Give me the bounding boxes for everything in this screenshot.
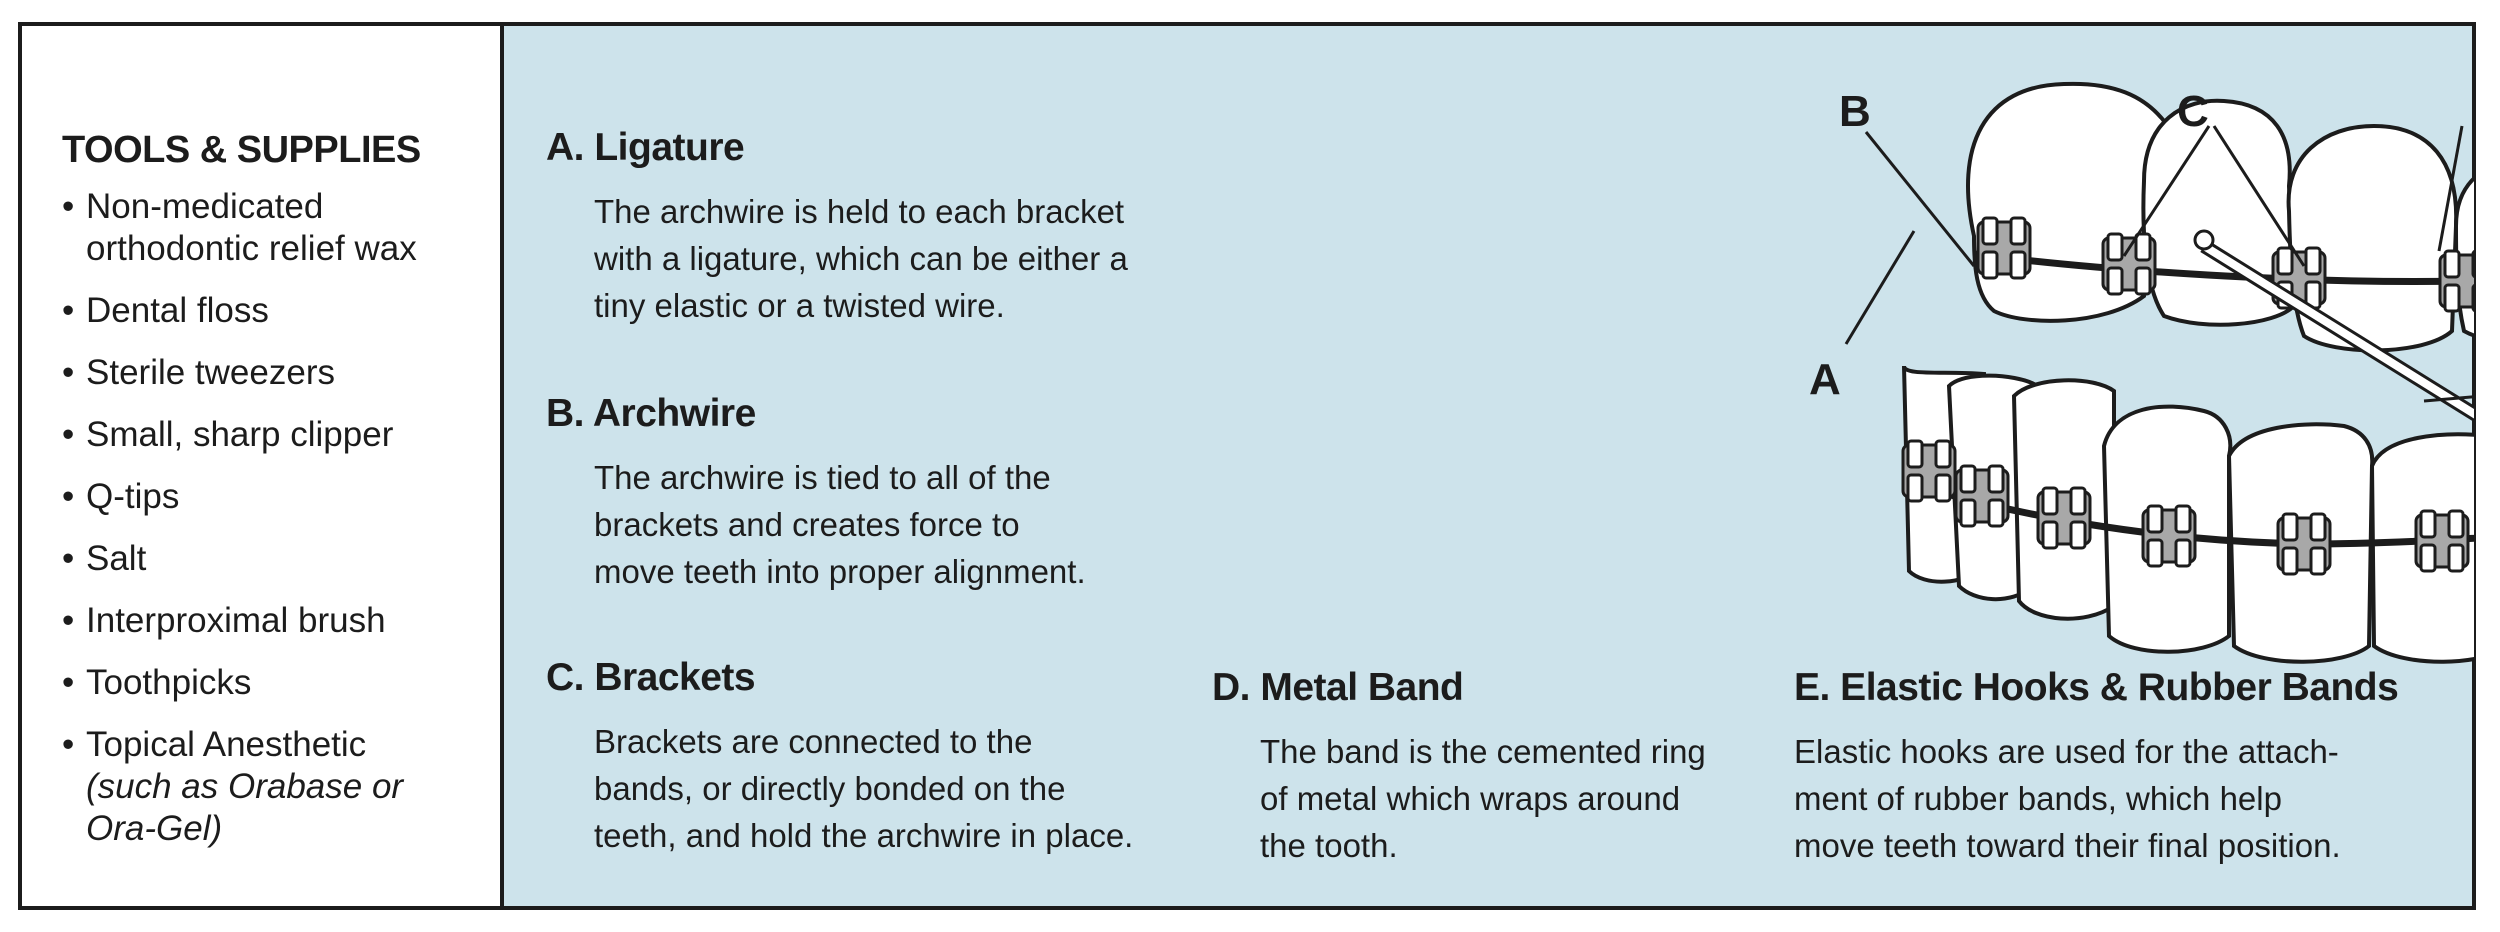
list-item: • Sterile tweezers: [62, 352, 492, 394]
lower-bracket: [2036, 486, 2092, 550]
desc-metal-band: The band is the cemented ring of metal w…: [1260, 728, 1706, 869]
bullet: •: [62, 663, 75, 702]
callout-a: A: [1809, 355, 1841, 404]
list-item-text: Topical Anesthetic: [86, 725, 367, 764]
lower-bracket: [2141, 504, 2197, 568]
desc-line: Brackets are connected to the: [594, 723, 1033, 760]
heading-elastic-hooks: E. Elastic Hooks & Rubber Bands: [1794, 666, 2399, 709]
desc-brackets: Brackets are connected to the bands, or …: [594, 718, 1133, 859]
list-item: • Interproximal brush: [62, 600, 492, 642]
list-item-text: Toothpicks: [86, 663, 252, 702]
list-item: • Toothpicks: [62, 662, 492, 704]
desc-line: brackets and creates force to: [594, 506, 1020, 543]
heading-archwire: B. Archwire: [546, 392, 756, 435]
heading-brackets: C. Brackets: [546, 656, 756, 699]
list-item-note: Ora-Gel): [86, 809, 223, 848]
rubber-band: [2193, 229, 2474, 423]
desc-line: of metal which wraps around: [1260, 780, 1681, 817]
lower-bracket: [2276, 512, 2332, 576]
bullet: •: [62, 415, 75, 454]
tools-title: TOOLS & SUPPLIES: [62, 129, 421, 171]
bullet: •: [62, 601, 75, 640]
bullet: •: [62, 477, 75, 516]
desc-line: move teeth into proper alignment.: [594, 553, 1086, 590]
lower-bracket: [1954, 464, 2010, 528]
list-item-text: orthodontic relief wax: [86, 229, 417, 268]
desc-line: with a ligature, which can be either a: [594, 240, 1128, 277]
list-item: • Dental floss: [62, 290, 492, 332]
desc-archwire: The archwire is tied to all of the brack…: [594, 454, 1086, 595]
desc-line: tiny elastic or a twisted wire.: [594, 287, 1005, 324]
desc-line: bands, or directly bonded on the: [594, 770, 1066, 807]
list-item: • Q-tips: [62, 476, 492, 518]
list-item: • Salt: [62, 538, 492, 580]
heading-ligature: A. Ligature: [546, 126, 745, 169]
callout-leaders: [1844, 125, 2474, 403]
list-item-text: Sterile tweezers: [86, 353, 335, 392]
bullet: •: [62, 725, 75, 764]
anatomy-panel: A. Ligature The archwire is held to each…: [504, 26, 2474, 906]
callout-b: B: [1839, 87, 1871, 136]
list-item-text: Interproximal brush: [86, 601, 386, 640]
upper-bracket: [2438, 249, 2474, 313]
list-item-text: Non-medicated: [86, 187, 324, 226]
desc-line: Elastic hooks are used for the attach-: [1794, 733, 2339, 770]
upper-bracket: [2101, 232, 2157, 296]
desc-line: the tooth.: [1260, 827, 1398, 864]
list-item-text: Salt: [86, 539, 147, 578]
heading-metal-band: D. Metal Band: [1212, 666, 1464, 709]
desc-ligature: The archwire is held to each bracket wit…: [594, 188, 1128, 329]
lower-bracket: [2414, 509, 2470, 573]
list-item-text: Dental floss: [86, 291, 269, 330]
desc-line: The archwire is held to each bracket: [594, 193, 1125, 230]
lower-bracket: [1901, 439, 1957, 503]
bullet: •: [62, 291, 75, 330]
desc-line: teeth, and hold the archwire in place.: [594, 817, 1134, 854]
desc-elastic-hooks: Elastic hooks are used for the attach- m…: [1794, 728, 2341, 869]
list-item-note: (such as Orabase or: [86, 767, 404, 806]
callout-c: C: [2177, 87, 2209, 136]
desc-line: move teeth toward their final position.: [1794, 827, 2341, 864]
desc-line: ment of rubber bands, which help: [1794, 780, 2282, 817]
bullet: •: [62, 539, 75, 578]
desc-line: The band is the cemented ring: [1260, 733, 1706, 770]
list-item-text: Q-tips: [86, 477, 180, 516]
upper-bracket: [1976, 216, 2032, 280]
bullet: •: [62, 353, 75, 392]
upper-teeth: [1966, 81, 2474, 353]
bullet: •: [62, 187, 75, 226]
braces-illustration: B C D A E: [1809, 81, 2474, 664]
list-item: • Small, sharp clipper: [62, 414, 492, 456]
desc-line: The archwire is tied to all of the: [594, 459, 1051, 496]
list-item-text: Small, sharp clipper: [86, 415, 394, 454]
